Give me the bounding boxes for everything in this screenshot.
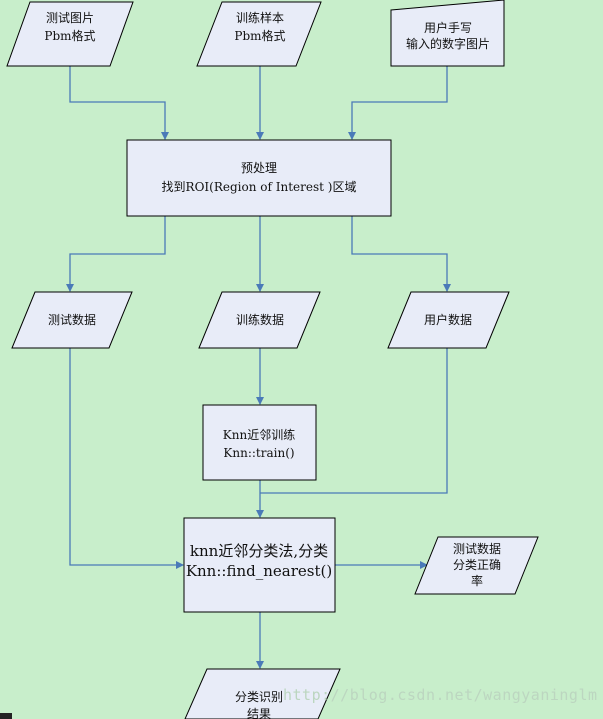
node-train-data-label: 训练数据 xyxy=(236,312,284,327)
node-preprocess-line2: 找到ROI(Region of Interest )区域 xyxy=(162,180,357,194)
node-knn-train-line2: Knn::train() xyxy=(223,446,294,460)
edge-user-data-merge xyxy=(260,348,448,494)
node-train-samples: 训练样本 Pbm格式 xyxy=(196,1,322,67)
node-test-image-line1: 测试图片 xyxy=(46,10,94,25)
node-user-data-label: 用户数据 xyxy=(424,312,472,327)
node-test-result-line3: 率 xyxy=(471,573,483,588)
node-user-data: 用户数据 xyxy=(387,291,510,349)
node-preprocess-line1: 预处理 xyxy=(241,161,277,175)
node-user-image-line1: 用户手写 xyxy=(424,20,472,35)
node-user-image: 用户手写 输入的数字图片 xyxy=(390,0,505,67)
edge-test-image-to-preprocess xyxy=(69,66,169,140)
node-preprocess: 预处理 找到ROI(Region of Interest )区域 xyxy=(126,139,392,217)
node-test-image-line2: Pbm格式 xyxy=(44,28,95,43)
node-knn-classify-line2: Knn::find_nearest() xyxy=(186,562,332,580)
node-train-samples-line1: 训练样本 xyxy=(236,10,284,25)
node-test-result: 测试数据 分类正确 率 xyxy=(414,536,539,595)
corner-mark xyxy=(0,713,12,719)
node-train-samples-line2: Pbm格式 xyxy=(234,28,285,43)
node-knn-train: Knn近邻训练 Knn::train() xyxy=(202,404,317,481)
edge-test-data-to-classify xyxy=(69,348,184,569)
node-knn-classify: knn近邻分类法,分类 Knn::find_nearest() xyxy=(183,517,336,613)
node-test-data-label: 测试数据 xyxy=(48,312,96,327)
node-final-result-line2: 结果 xyxy=(247,707,271,719)
edge-preprocess-to-user-data xyxy=(351,216,451,292)
node-knn-train-line1: Knn近邻训练 xyxy=(223,427,295,442)
node-user-image-line2: 输入的数字图片 xyxy=(406,36,490,51)
node-test-result-line2: 分类正确 xyxy=(453,558,501,572)
node-final-result-line1: 分类识别 xyxy=(235,690,283,704)
connectors xyxy=(66,66,451,669)
node-test-data: 测试数据 xyxy=(11,291,133,349)
node-test-image: 测试图片 Pbm格式 xyxy=(6,1,134,67)
watermark-text: http://blog.csdn.net/wangyaninglm xyxy=(283,686,598,704)
node-train-data: 训练数据 xyxy=(198,291,321,349)
node-test-result-line1: 测试数据 xyxy=(453,541,501,556)
node-final-result: 分类识别 结果 xyxy=(184,668,341,719)
edge-preprocess-to-test-data xyxy=(66,216,166,292)
node-knn-classify-line1: knn近邻分类法,分类 xyxy=(190,542,328,560)
edge-user-image-to-preprocess xyxy=(348,66,448,140)
